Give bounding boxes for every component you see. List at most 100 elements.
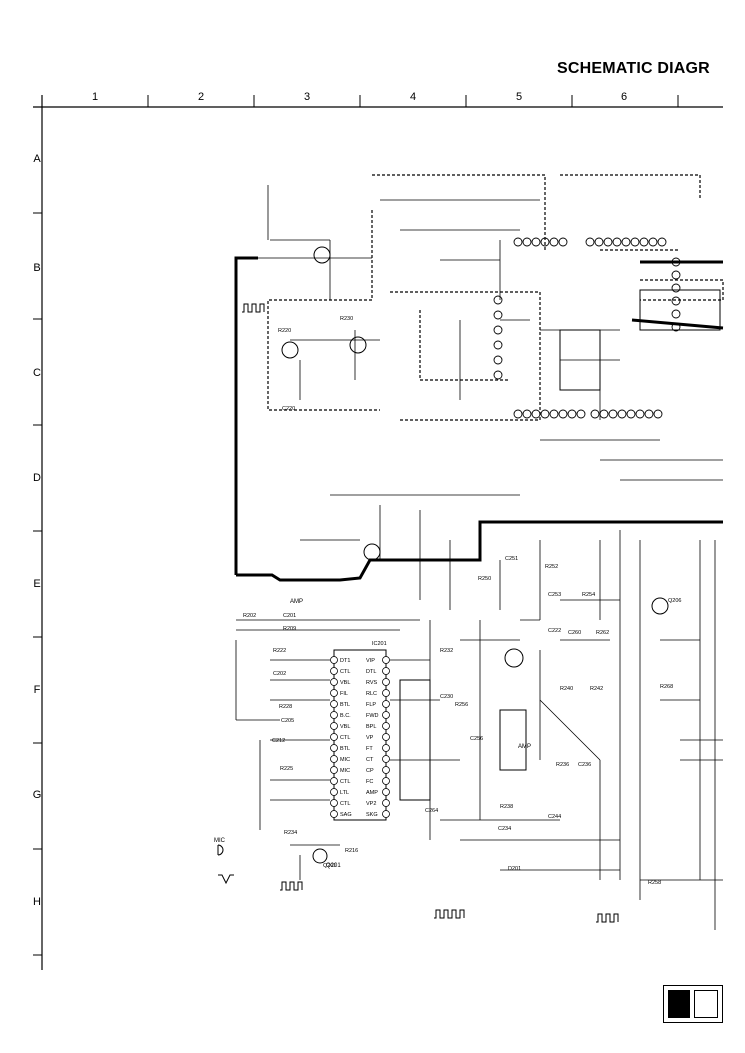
ic-pin-left-12: CTL	[340, 779, 350, 785]
ic-pin-left-4: FIL	[340, 691, 348, 697]
ic201-package	[333, 289, 721, 821]
component-label: IC201	[372, 641, 387, 647]
component-label: R216	[345, 848, 358, 854]
grid-frame	[33, 95, 723, 970]
component-label: D201	[508, 866, 521, 872]
ic-pin-left-3: VBL	[340, 680, 350, 686]
component-label: R236	[556, 762, 569, 768]
connector-pin-row	[493, 237, 681, 419]
component-label: R234	[284, 830, 297, 836]
ic-pin-right-11: CP	[366, 768, 374, 774]
component-label: C236	[578, 762, 591, 768]
component-label: C220	[282, 406, 295, 412]
pulse-waveform-icons	[242, 303, 619, 923]
ic-pin-left-10: MIC	[340, 757, 350, 763]
ic-pin-left-5: BTL	[340, 702, 350, 708]
column-label: 2	[197, 91, 205, 103]
component-label: C256	[470, 736, 483, 742]
component-label: R262	[596, 630, 609, 636]
ic-pin-right-8: VP	[366, 735, 374, 741]
ic-pin-left-14: CTL	[340, 801, 350, 807]
thick-signal-bus	[234, 256, 724, 582]
mic-note: MIC	[214, 838, 226, 844]
component-label: R256	[455, 702, 468, 708]
row-label: D	[33, 472, 41, 484]
component-label: C264	[425, 808, 438, 814]
component-label: R242	[590, 686, 603, 692]
component-label: R238	[500, 804, 513, 810]
ic-pin-left-7: VBL	[340, 724, 350, 730]
ic-pin-right-9: FT	[366, 746, 373, 752]
component-label: C205	[281, 718, 294, 724]
column-label: 1	[91, 91, 99, 103]
row-label: G	[32, 789, 42, 801]
component-label: R268	[660, 684, 673, 690]
row-label: E	[33, 578, 41, 590]
component-label: C253	[548, 592, 561, 598]
component-label: R230	[340, 316, 353, 322]
ic-pin-right-12: FC	[366, 779, 373, 785]
component-label: Q206	[668, 598, 681, 604]
component-label: R250	[478, 576, 491, 582]
shield-boundaries	[267, 174, 724, 421]
amp-note: AMP	[518, 744, 531, 750]
row-label: A	[33, 153, 41, 165]
ic-pin-right-3: RVS	[366, 680, 378, 686]
component-label: R209	[283, 626, 296, 632]
component-label: C234	[498, 826, 511, 832]
amp-note: AMP	[290, 599, 303, 605]
component-label: C260	[568, 630, 581, 636]
component-label: C212	[272, 738, 285, 744]
ic-pin-left-6: B.C.	[340, 713, 351, 719]
corner-marker-fill	[668, 990, 690, 1018]
row-label: B	[33, 262, 41, 274]
component-label: R254	[582, 592, 595, 598]
ic-pin-right-7: BPL	[366, 724, 376, 730]
ic-pin-left-15: SAG	[340, 812, 352, 818]
component-label: R225	[280, 766, 293, 772]
ic-pin-labels: DT1 CTL VBL FIL BTL B.C. VBL CTL BTL MIC…	[340, 658, 379, 818]
column-label: 4	[409, 91, 417, 103]
ic-pin-right-6: FWD	[366, 713, 379, 719]
component-label: C244	[548, 814, 561, 820]
component-label: R258	[648, 880, 661, 886]
microphone-icon	[217, 844, 234, 885]
component-label: R222	[273, 648, 286, 654]
column-label: 5	[515, 91, 523, 103]
ic-pin-right-14: VP2	[366, 801, 376, 807]
component-label: C230	[440, 694, 453, 700]
signal-annotations: AMP MIC Q201 AMP	[214, 599, 531, 869]
transistor-symbols	[281, 246, 669, 864]
ic-pin-right-13: AMP	[366, 790, 378, 796]
component-label: C251	[505, 556, 518, 562]
ic-pin-left-1: DT1	[340, 658, 350, 664]
ic-pin-left-8: CTL	[340, 735, 350, 741]
ic-pin-left-2: CTL	[340, 669, 350, 675]
row-label: H	[33, 896, 41, 908]
page-title: SCHEMATIC DIAGR	[557, 60, 710, 77]
ic-pin-left-13: LTL	[340, 790, 349, 796]
row-label: F	[33, 684, 41, 696]
component-label: R228	[279, 704, 292, 710]
component-label: R220	[278, 328, 291, 334]
corner-marker-box	[694, 990, 718, 1018]
component-label: R252	[545, 564, 558, 570]
component-label: C202	[273, 671, 286, 677]
ic-pin-right-10: CT	[366, 757, 374, 763]
component-label: Q201	[323, 863, 336, 869]
page-corner-marker	[663, 985, 723, 1023]
column-label: 6	[620, 91, 628, 103]
q201-note: Q201	[326, 863, 341, 869]
component-label: R202	[243, 613, 256, 619]
ic-pin-right-2: DTL	[366, 669, 376, 675]
component-label: C222	[548, 628, 561, 634]
ic-pin-markers	[330, 656, 390, 818]
column-label: 3	[303, 91, 311, 103]
ic-pin-right-5: FLP	[366, 702, 376, 708]
component-label: R240	[560, 686, 573, 692]
ic-pin-right-4: RLC	[366, 691, 377, 697]
row-label: C	[33, 367, 41, 379]
ic-pin-right-15: SKG	[366, 812, 378, 818]
component-label: C201	[283, 613, 296, 619]
